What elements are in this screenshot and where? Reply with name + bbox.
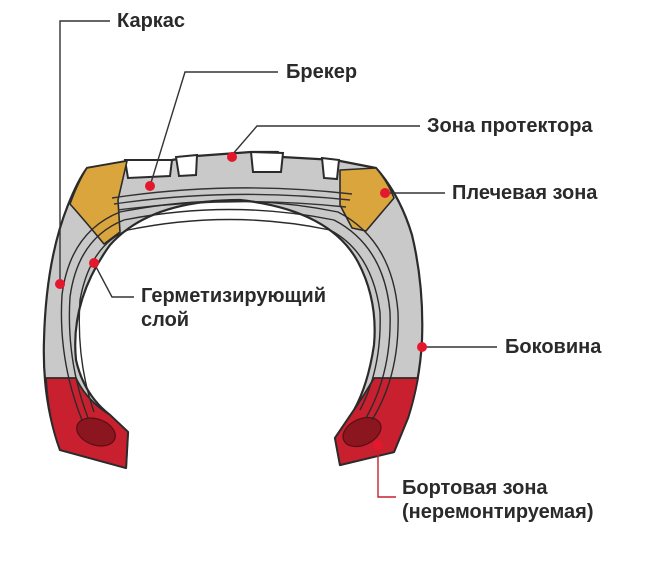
label-bead-zone-line1: Бортовая зона: [402, 477, 548, 499]
tread-groove: [174, 153, 199, 178]
label-tread-zone: Зона протектора: [427, 115, 593, 137]
label-inner-liner-line1: Герметизирующий: [141, 285, 326, 307]
breaker-belt: [113, 193, 351, 205]
marker-shoulder-zone: [380, 188, 390, 198]
marker-breaker: [145, 181, 155, 191]
leader-bead-zone: [377, 445, 396, 498]
marker-tread-zone: [227, 152, 237, 162]
tread-groove: [249, 150, 285, 173]
inner-liner: [78, 218, 381, 413]
label-breaker: Брекер: [286, 61, 358, 83]
label-bead-zone-line2: (неремонтируемая): [402, 501, 594, 523]
marker-inner-liner: [89, 258, 99, 268]
label-sidewall: Боковина: [505, 336, 602, 358]
carcass-ply: [60, 200, 399, 421]
leader-breaker: [149, 71, 278, 187]
leader-inner-liner: [93, 262, 134, 298]
label-carcass: Каркас: [117, 10, 186, 32]
bead-core-right: [342, 416, 382, 448]
label-inner-liner-line2: слой: [141, 309, 190, 331]
breaker-belt: [117, 200, 347, 211]
label-bead-zone: Бортовая зона (неремонтируемая): [402, 476, 594, 524]
marker-bead-zone: [373, 440, 383, 450]
bead-core-left: [76, 417, 116, 447]
carcass-ply: [68, 208, 391, 419]
leader-carcass: [59, 20, 110, 284]
label-shoulder-zone: Плечевая зона: [452, 182, 598, 204]
leader-tread-zone: [231, 125, 420, 156]
marker-carcass: [55, 279, 65, 289]
tread-groove: [123, 159, 174, 180]
breaker-belt: [111, 187, 353, 199]
shoulder-zone-left: [69, 160, 128, 245]
shoulder-zone-right: [339, 167, 395, 232]
marker-sidewall: [417, 342, 427, 352]
label-inner-liner: Герметизирующий слой: [141, 284, 326, 332]
tread-groove: [320, 156, 341, 181]
